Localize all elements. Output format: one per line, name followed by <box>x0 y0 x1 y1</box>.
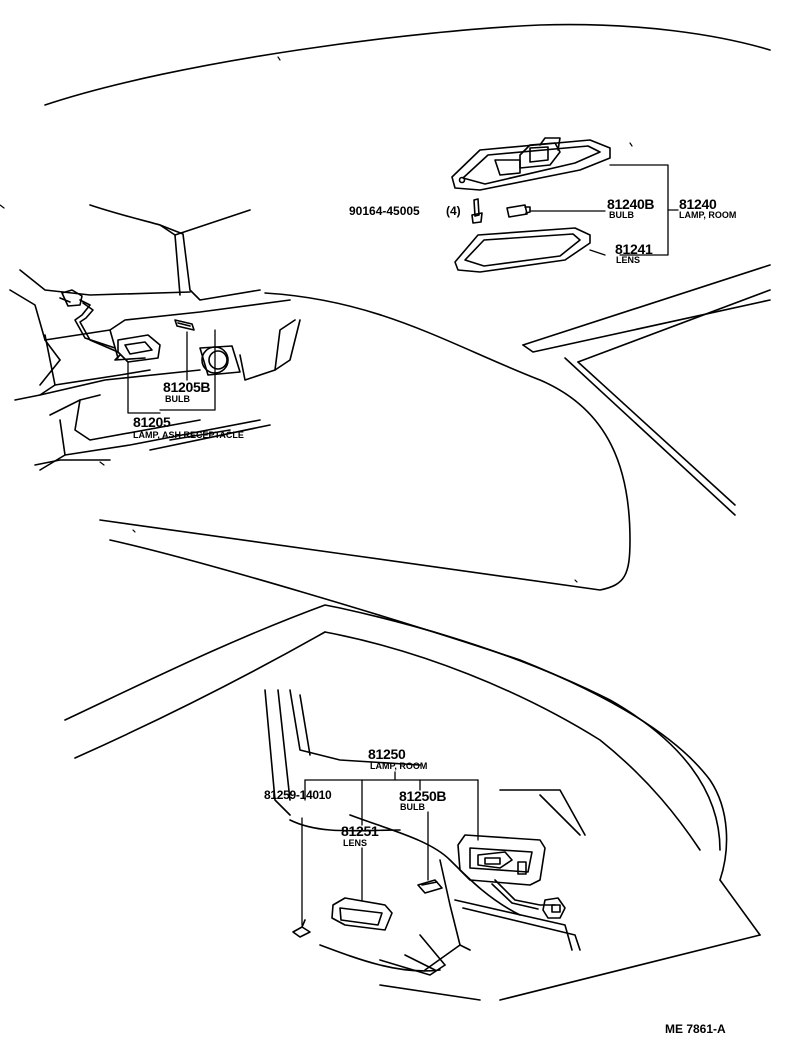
front-lens-desc: LENS <box>616 255 641 265</box>
rear-room-lamp-desc: LAMP, ROOM <box>370 761 428 771</box>
rear-leaders <box>301 771 479 926</box>
rear-screw-part-number: 81259-14010 <box>264 788 332 802</box>
ash-lamp-socket <box>114 334 161 363</box>
ash-lamp-harness <box>59 289 119 353</box>
front-room-lamp-lens <box>454 227 591 273</box>
ash-bulb-desc: BULB <box>165 394 190 404</box>
rear-bulb-desc: BULB <box>400 802 425 812</box>
front-room-lamp-desc: LAMP, ROOM <box>679 210 737 220</box>
roof-outline <box>44 23 771 591</box>
rear-lens-part-number: 81251 <box>341 823 379 839</box>
rear-lens-desc: LENS <box>343 838 368 848</box>
front-console-outline <box>9 204 301 471</box>
ash-leaders <box>127 329 216 414</box>
front-leaders <box>530 164 679 256</box>
ash-bulb-part-number: 81205B <box>163 379 211 395</box>
rear-room-lamp-lens <box>331 897 393 931</box>
stray-marks <box>0 56 633 583</box>
front-bulb-desc: BULB <box>609 210 634 220</box>
front-lens-part-number: 81241 <box>615 241 653 257</box>
rear-bulb <box>417 879 443 894</box>
rear-bulb-part-number: 81250B <box>399 788 447 804</box>
front-room-lamp-housing <box>451 137 611 191</box>
screw-part-number: 90164-45005 <box>349 204 420 218</box>
rear-room-lamp-part-number: 81250 <box>368 746 406 762</box>
ash-lamp-part-number: 81205 <box>133 414 171 430</box>
front-room-lamp-part-number: 81240 <box>679 196 717 212</box>
drawing-code: ME 7861-A <box>665 1022 726 1036</box>
ash-bulb <box>174 319 195 331</box>
ash-lamp-desc: LAMP, ASH RECEPTACLE <box>133 430 244 440</box>
front-screw <box>471 198 483 224</box>
ash-receptacle-knob <box>199 345 241 376</box>
rear-room-lamp-housing <box>457 834 566 919</box>
rear-cabin-outline <box>64 539 761 1001</box>
screw-quantity: (4) <box>446 204 461 218</box>
rear-screw <box>292 919 311 938</box>
front-bulb <box>506 204 531 218</box>
front-bulb-part-number: 81240B <box>607 196 655 212</box>
